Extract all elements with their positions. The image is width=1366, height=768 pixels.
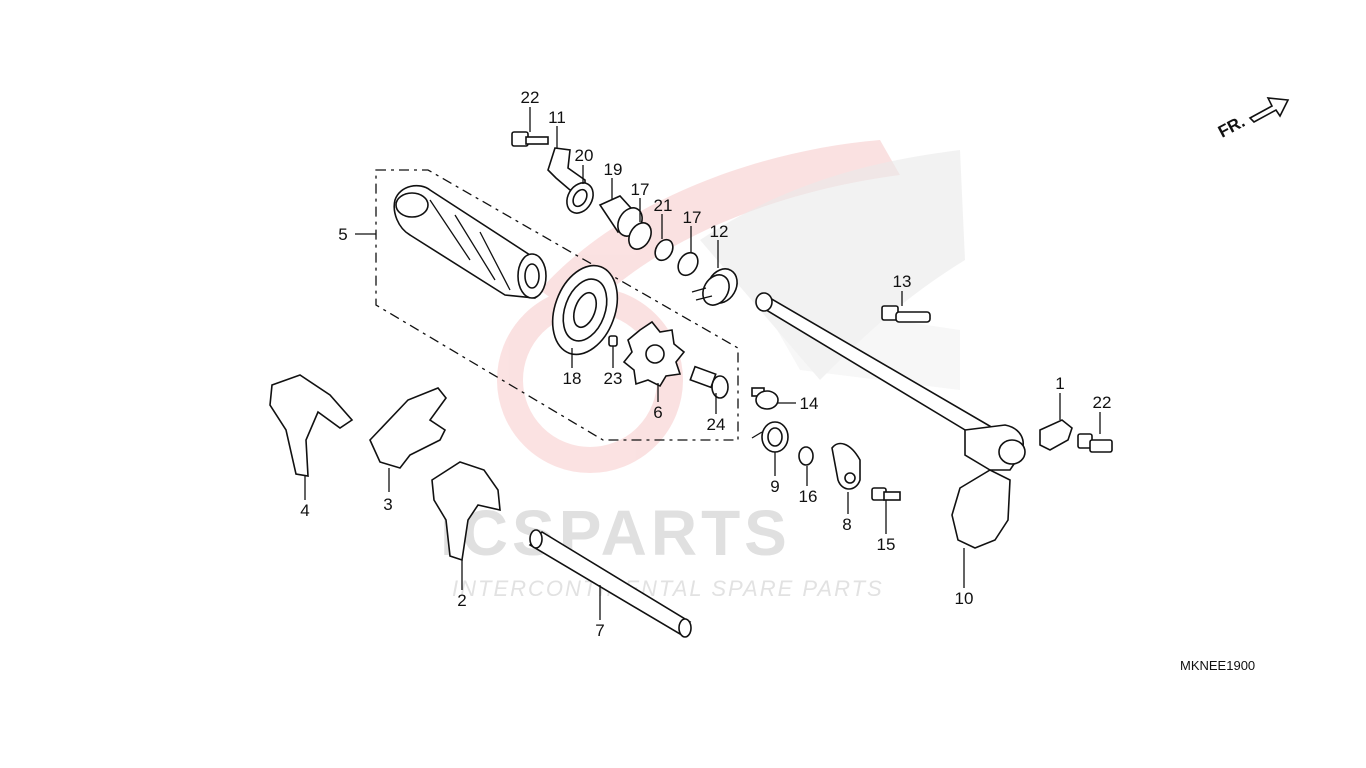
spring-12 (691, 268, 738, 306)
callout-label: 14 (800, 394, 819, 413)
callout-label: 12 (710, 222, 729, 241)
callout-label: 23 (604, 369, 623, 388)
spring-9 (751, 421, 789, 453)
washer-17-b (677, 251, 699, 277)
assembly-outline (375, 169, 739, 441)
bolt-24 (689, 365, 729, 399)
shift-fork-2 (431, 461, 501, 562)
callout-label: 2 (457, 591, 466, 610)
callout-label: 1 (1055, 374, 1064, 393)
callout-label: 9 (770, 477, 779, 496)
callout-label: 11 (548, 108, 566, 127)
washer-16 (798, 446, 814, 466)
shift-arm-10 (951, 469, 1011, 549)
callout-label: 15 (877, 535, 896, 554)
callout-label: 18 (563, 369, 582, 388)
callout-numbers: 22 11 20 19 17 21 17 12 5 13 18 23 6 24 … (300, 88, 1111, 640)
arm-8 (831, 442, 861, 490)
fork-shaft-7 (528, 529, 692, 638)
snap-ring-21 (654, 238, 674, 262)
bolt-15 (871, 487, 901, 501)
callout-label: 24 (707, 415, 726, 434)
bearing (551, 264, 619, 356)
watermark-tagline: INTERCONTINENTAL SPARE PARTS (452, 576, 884, 601)
callout-label: 17 (631, 180, 650, 199)
callout-label: 3 (383, 495, 392, 514)
leader-lines (304, 107, 1101, 620)
bolt-13 (881, 305, 931, 323)
pin (608, 335, 618, 347)
callout-label: 17 (683, 208, 702, 227)
star-plate (622, 320, 686, 388)
callout-label: 16 (799, 487, 818, 506)
bolt-22-right (1077, 433, 1113, 453)
front-arrow-icon (1248, 97, 1290, 123)
shift-spindle (755, 292, 1026, 471)
shift-fork-3 (369, 387, 448, 469)
washer-20 (566, 182, 594, 214)
shift-drum (393, 184, 547, 299)
callout-label: 5 (338, 225, 347, 244)
callout-label: 6 (653, 403, 662, 422)
callout-label: 22 (1093, 393, 1112, 412)
callout-label: 4 (300, 501, 309, 520)
diagram-code: MKNEE1900 (1180, 658, 1255, 673)
callout-label: 13 (893, 272, 912, 291)
front-direction-indicator: FR. (1215, 97, 1290, 142)
callout-label: 21 (654, 196, 673, 215)
bolt-22-top (511, 131, 549, 147)
front-direction-label: FR. (1215, 112, 1248, 142)
callout-label: 20 (575, 146, 594, 165)
bolt-14 (751, 387, 779, 410)
callout-label: 22 (521, 88, 540, 107)
callout-label: 19 (604, 160, 623, 179)
callout-label: 7 (595, 621, 604, 640)
callout-label: 10 (955, 589, 974, 608)
plate-1 (1039, 419, 1073, 451)
callout-label: 8 (842, 515, 851, 534)
shift-fork-4 (269, 374, 354, 477)
washer-17-a (628, 222, 652, 250)
